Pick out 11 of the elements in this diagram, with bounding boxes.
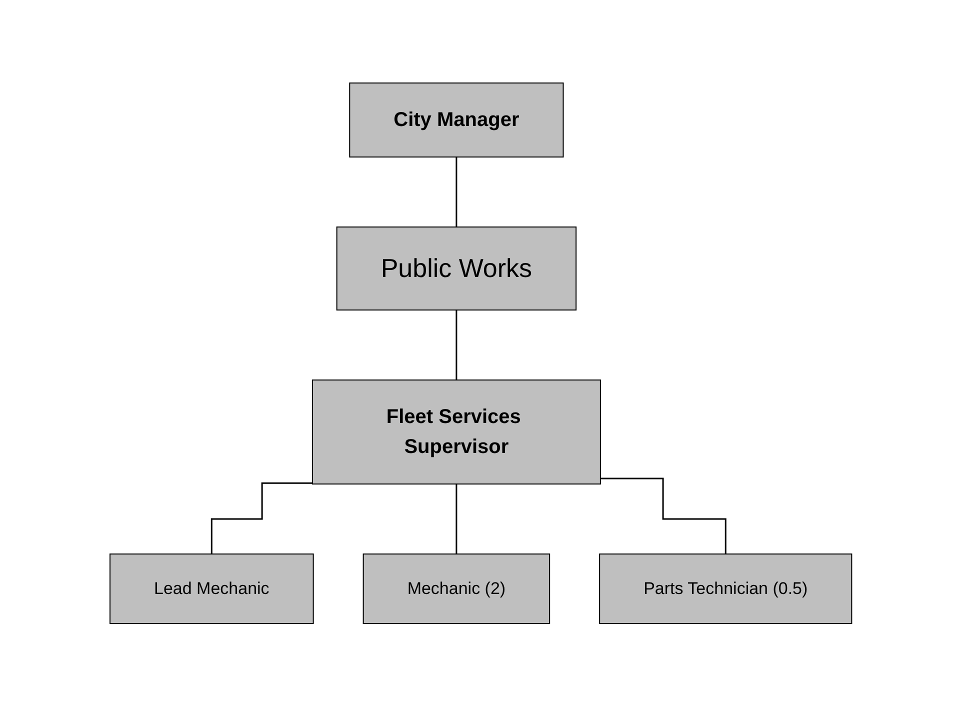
node-box: Fleet Services Supervisor: [312, 379, 601, 484]
node-box: Mechanic (2): [362, 553, 550, 624]
node-box: Parts Technician (0.5): [598, 553, 852, 624]
node-box: Public Works: [336, 226, 576, 310]
connector: [210, 482, 312, 554]
connector: [455, 483, 457, 554]
connector: [455, 156, 457, 228]
node-box: City Manager: [348, 82, 564, 158]
connector: [600, 478, 726, 554]
connector: [455, 309, 457, 380]
node-box: Lead Mechanic: [109, 553, 314, 624]
